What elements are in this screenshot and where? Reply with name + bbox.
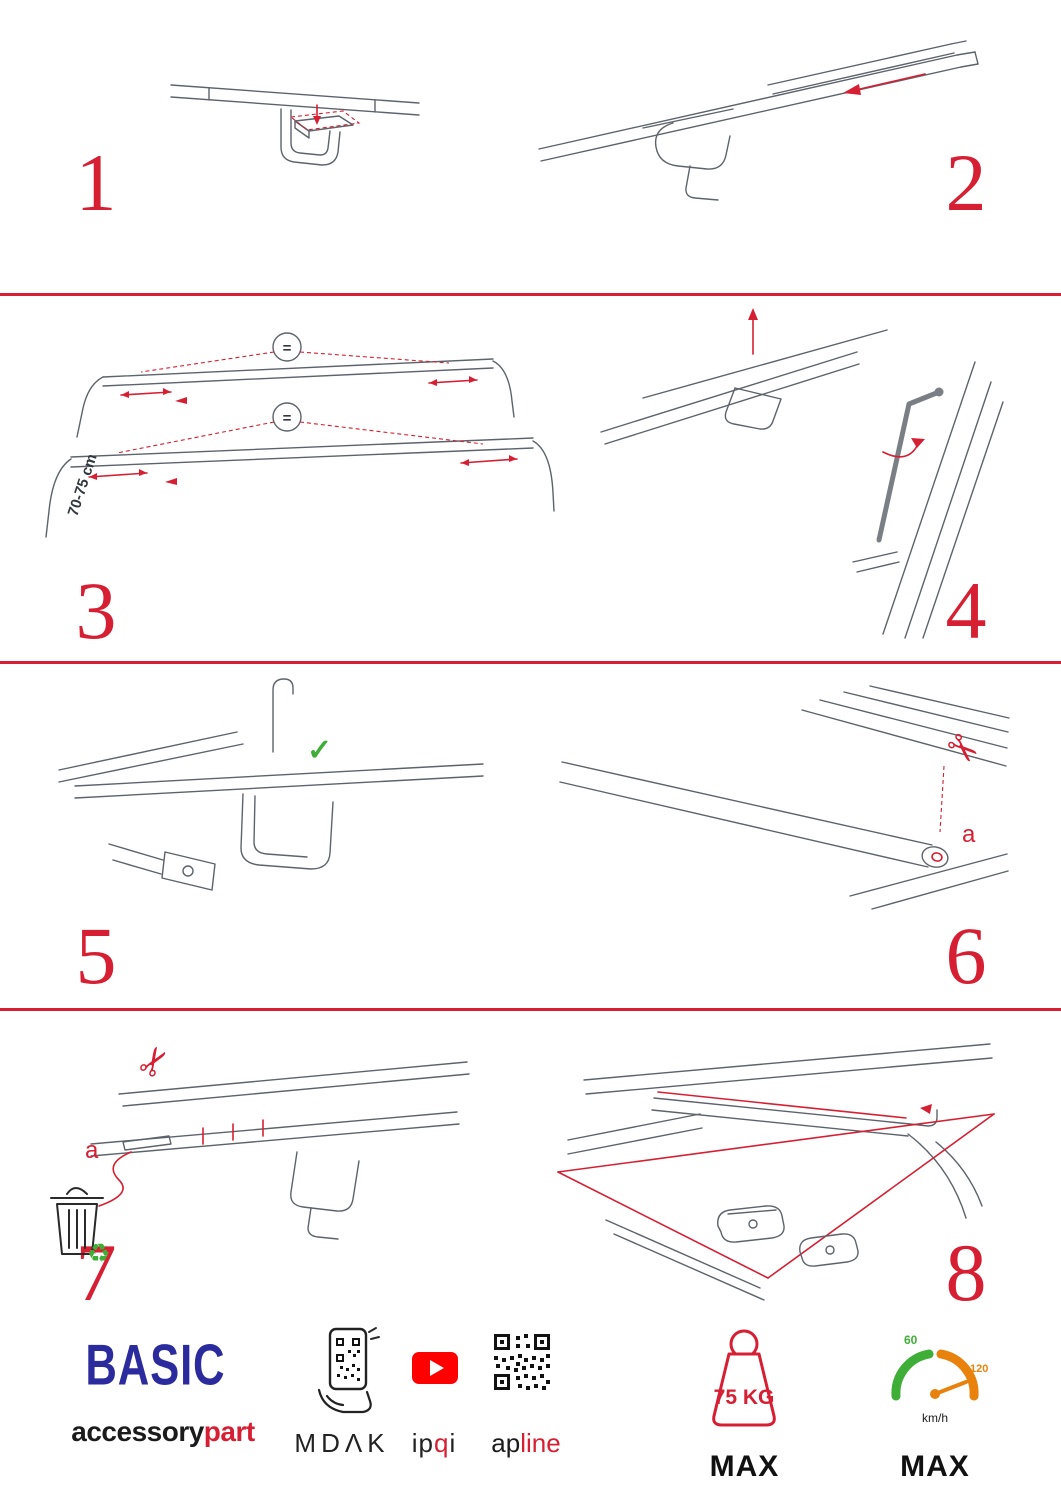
- scissors-icon: ✂: [129, 1038, 181, 1087]
- apline-red: line: [520, 1428, 561, 1458]
- step-7-illustration: ✂ a ♻: [35, 1022, 475, 1277]
- section-separator: [0, 661, 1061, 664]
- step-6-number: 6: [945, 910, 987, 1001]
- step-6-illustration: ✂ a: [550, 682, 1010, 942]
- speed-unit-label: km/h: [922, 1411, 948, 1425]
- sub-brand-black: accessory: [71, 1416, 204, 1447]
- part-a-label: a: [962, 821, 976, 848]
- step-8-number: 8: [945, 1227, 987, 1318]
- distance-label: 70-75 cm: [65, 452, 101, 518]
- check-icon: ✓: [307, 734, 332, 767]
- step-1-number: 1: [75, 137, 117, 228]
- part-a-label: a: [85, 1137, 99, 1164]
- step-3-illustration: = = 70-75 cm: [25, 305, 555, 580]
- step-5-number: 5: [75, 910, 117, 1001]
- speed-low-label: 60: [904, 1333, 918, 1347]
- weight-icon: 75 KG: [692, 1324, 797, 1447]
- speed-high-label: 120: [970, 1363, 988, 1375]
- step-2-number: 2: [945, 137, 987, 228]
- ipqi-part-2: q: [434, 1428, 450, 1458]
- equal-sign: =: [283, 410, 292, 427]
- phone-qr-icon: [313, 1326, 383, 1421]
- trash-icon: [50, 1187, 104, 1255]
- sub-brand-logo: accessorypart: [58, 1416, 268, 1448]
- ipqi-part-1: ip: [411, 1428, 434, 1458]
- step-5-illustration: ✓: [45, 672, 505, 942]
- recycle-icon: ♻: [87, 1238, 110, 1268]
- youtube-icon: [412, 1352, 458, 1389]
- brand-logo: BASIC: [70, 1334, 240, 1398]
- step-4-illustration: [585, 300, 1005, 645]
- speed-max-label: MAX: [900, 1450, 970, 1483]
- ipqi-part-3: i: [449, 1428, 457, 1458]
- equal-sign: =: [283, 340, 292, 357]
- step-4-number: 4: [945, 565, 987, 656]
- weight-value: 75 KG: [714, 1386, 775, 1409]
- speedometer-icon: 60 120 km/h: [880, 1328, 990, 1433]
- mdak-logo: MDΛK: [294, 1428, 390, 1458]
- step-8-illustration: [548, 1018, 1008, 1328]
- step-2-illustration: [525, 25, 995, 210]
- brand-logo-text: BASIC: [84, 1334, 226, 1398]
- step-3-number: 3: [75, 565, 117, 656]
- apline-black: ap: [491, 1428, 521, 1458]
- section-separator: [0, 293, 1061, 296]
- apline-logo: apline: [474, 1428, 578, 1459]
- ipqi-logo: ipqi: [396, 1428, 472, 1459]
- weight-max-label: MAX: [709, 1450, 780, 1483]
- sub-brand-red: part: [203, 1416, 255, 1447]
- section-separator: [0, 1008, 1061, 1011]
- step-7-number: 7: [75, 1227, 117, 1318]
- qr-code-icon: [492, 1332, 552, 1397]
- step-1-illustration: [165, 55, 425, 255]
